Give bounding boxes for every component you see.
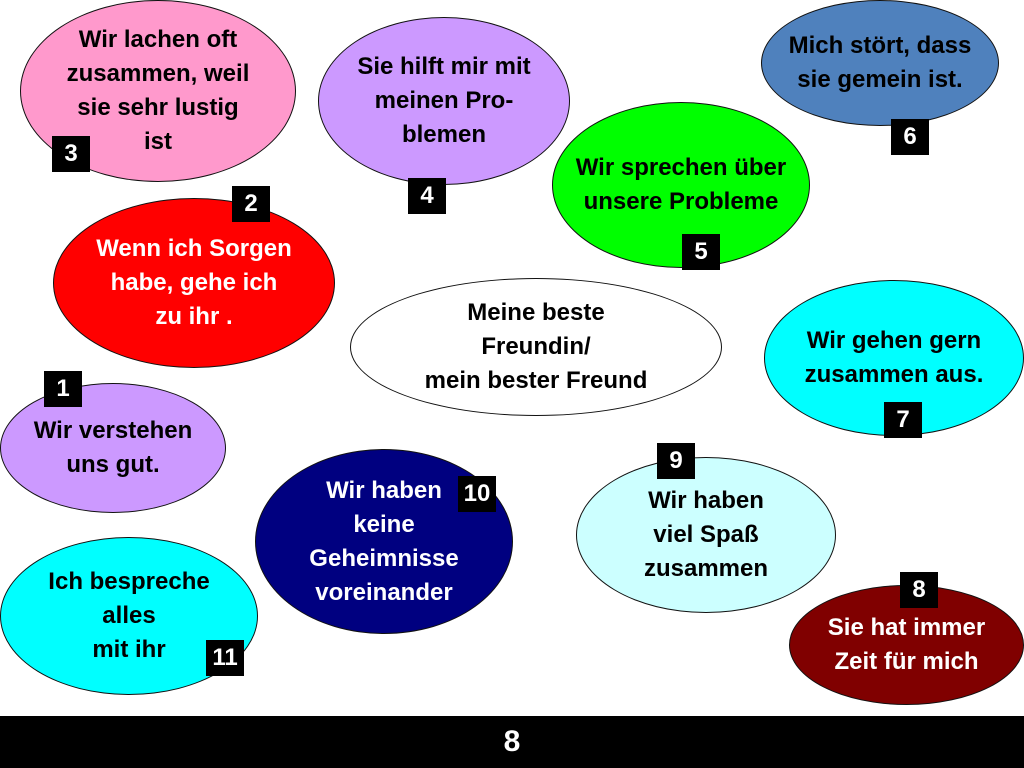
number-badge-2: 2 <box>232 186 270 222</box>
number-badge-5: 5 <box>682 234 720 270</box>
bubble-text: Wenn ich Sorgen habe, gehe ich zu ihr . <box>96 235 292 330</box>
bubble-text: Wir verstehen uns gut. <box>33 417 193 478</box>
bubble-4: Sie hilft mir mit meinen Pro- blemen <box>318 17 570 185</box>
number-badge-3: 3 <box>52 136 90 172</box>
number-badge-11: 11 <box>206 640 244 676</box>
mind-map-slide: Meine beste Freundin/ mein bester Freund… <box>0 0 1024 705</box>
footer-bar: 8 <box>0 716 1024 768</box>
number-badge-10: 10 <box>458 476 496 512</box>
bubble-9: Wir haben viel Spaß zusammen <box>576 457 836 613</box>
center-text: Meine beste Freundin/ mein bester Freund <box>424 299 648 394</box>
bubble-5: Wir sprechen über unsere Probleme <box>552 102 810 268</box>
bubble-text: Mich stört, dass sie gemein ist. <box>788 32 972 93</box>
number-badge-7: 7 <box>884 402 922 438</box>
bubble-text: Sie hilft mir mit meinen Pro- blemen <box>357 53 531 148</box>
bubble-text: Wir sprechen über unsere Probleme <box>575 154 787 215</box>
bubble-text: Wir lachen oft zusammen, weil sie sehr l… <box>66 26 250 155</box>
bubble-text: Sie hat immer Zeit für mich <box>827 614 986 675</box>
number-badge-4: 4 <box>408 178 446 214</box>
bubble-text: Wir haben keine Geheimnisse voreinander <box>309 476 459 606</box>
number-badge-1: 1 <box>44 371 82 407</box>
bubble-text: Ich bespreche alles mit ihr <box>48 568 210 663</box>
page-number: 8 <box>503 725 521 758</box>
center-bubble: Meine beste Freundin/ mein bester Freund <box>350 278 722 416</box>
bubble-text: Wir gehen gern zusammen aus. <box>804 327 984 388</box>
number-badge-8: 8 <box>900 572 938 608</box>
bubble-text: Wir haben viel Spaß zusammen <box>643 487 769 582</box>
bubble-1: Wir verstehen uns gut. <box>0 383 226 513</box>
number-badge-9: 9 <box>657 443 695 479</box>
bubble-2: Wenn ich Sorgen habe, gehe ich zu ihr . <box>53 198 335 368</box>
number-badge-6: 6 <box>891 119 929 155</box>
bubble-6: Mich stört, dass sie gemein ist. <box>761 0 999 126</box>
